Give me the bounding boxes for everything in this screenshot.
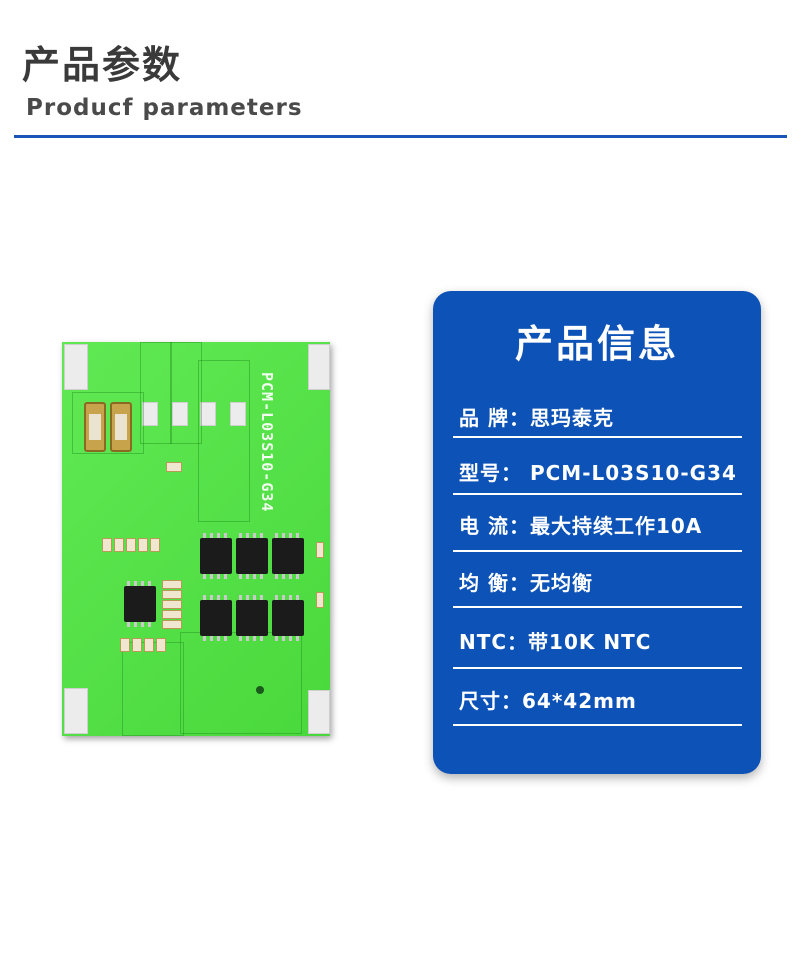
smd-component	[144, 638, 154, 652]
corner-pad	[64, 344, 88, 390]
product-photo-pcb: PCM-L03S10-G34	[58, 338, 334, 740]
spec-ntc: NTC：带10K NTC	[459, 630, 652, 654]
row-divider	[453, 606, 742, 608]
copper-track	[140, 342, 172, 444]
page-subtitle: Producf parameters	[26, 95, 303, 121]
mosfet	[236, 533, 268, 579]
spec-current: 电 流：最大持续工作10A	[459, 514, 703, 538]
spec-model: 型号： PCM-L03S10-G34	[459, 461, 737, 485]
connector-pad	[172, 402, 188, 426]
page-title: 产品参数	[22, 43, 183, 87]
smd-component	[150, 538, 160, 552]
smd-component	[132, 638, 142, 652]
copper-track	[180, 632, 302, 734]
smd-component	[162, 610, 182, 619]
smd-component	[156, 638, 166, 652]
mosfet	[200, 595, 232, 641]
corner-pad	[64, 688, 88, 734]
connector-pad	[200, 402, 216, 426]
row-divider	[453, 550, 742, 552]
smd-component	[162, 580, 182, 589]
smd-component	[162, 600, 182, 609]
copper-track	[122, 642, 184, 736]
inductor	[84, 402, 106, 452]
smd-component	[114, 538, 124, 552]
row-divider	[453, 436, 742, 438]
card-title: 产品信息	[514, 322, 679, 366]
protection-ic	[124, 581, 156, 627]
board-model-silkscreen: PCM-L03S10-G34	[258, 372, 276, 513]
copper-track	[198, 360, 250, 522]
corner-pad	[308, 690, 330, 734]
via-hole	[256, 686, 264, 694]
smd-component	[162, 620, 182, 629]
mosfet	[272, 595, 304, 641]
smd-component	[126, 538, 136, 552]
connector-pad	[230, 402, 246, 426]
mosfet	[236, 595, 268, 641]
smd-component	[162, 590, 182, 599]
corner-pad	[308, 344, 330, 390]
inductor	[110, 402, 132, 452]
connector-pad	[142, 402, 158, 426]
title-divider	[14, 135, 787, 138]
smd-component	[138, 538, 148, 552]
smd-component	[120, 638, 130, 652]
smd-component	[316, 592, 324, 608]
smd-component	[316, 542, 324, 558]
row-divider	[453, 493, 742, 495]
row-divider	[453, 724, 742, 726]
product-info-card: 产品信息 品 牌：思玛泰克 型号： PCM-L03S10-G34 电 流：最大持…	[433, 291, 761, 774]
copper-track	[72, 392, 144, 454]
copper-track	[170, 342, 202, 444]
mosfet	[200, 533, 232, 579]
mosfet	[272, 533, 304, 579]
row-divider	[453, 667, 742, 669]
smd-component	[166, 462, 182, 472]
spec-brand: 品 牌：思玛泰克	[459, 406, 614, 430]
spec-balance: 均 衡：无均衡	[459, 571, 593, 595]
spec-size: 尺寸：64*42mm	[459, 689, 637, 713]
pcb-board: PCM-L03S10-G34	[62, 342, 330, 736]
smd-component	[102, 538, 112, 552]
